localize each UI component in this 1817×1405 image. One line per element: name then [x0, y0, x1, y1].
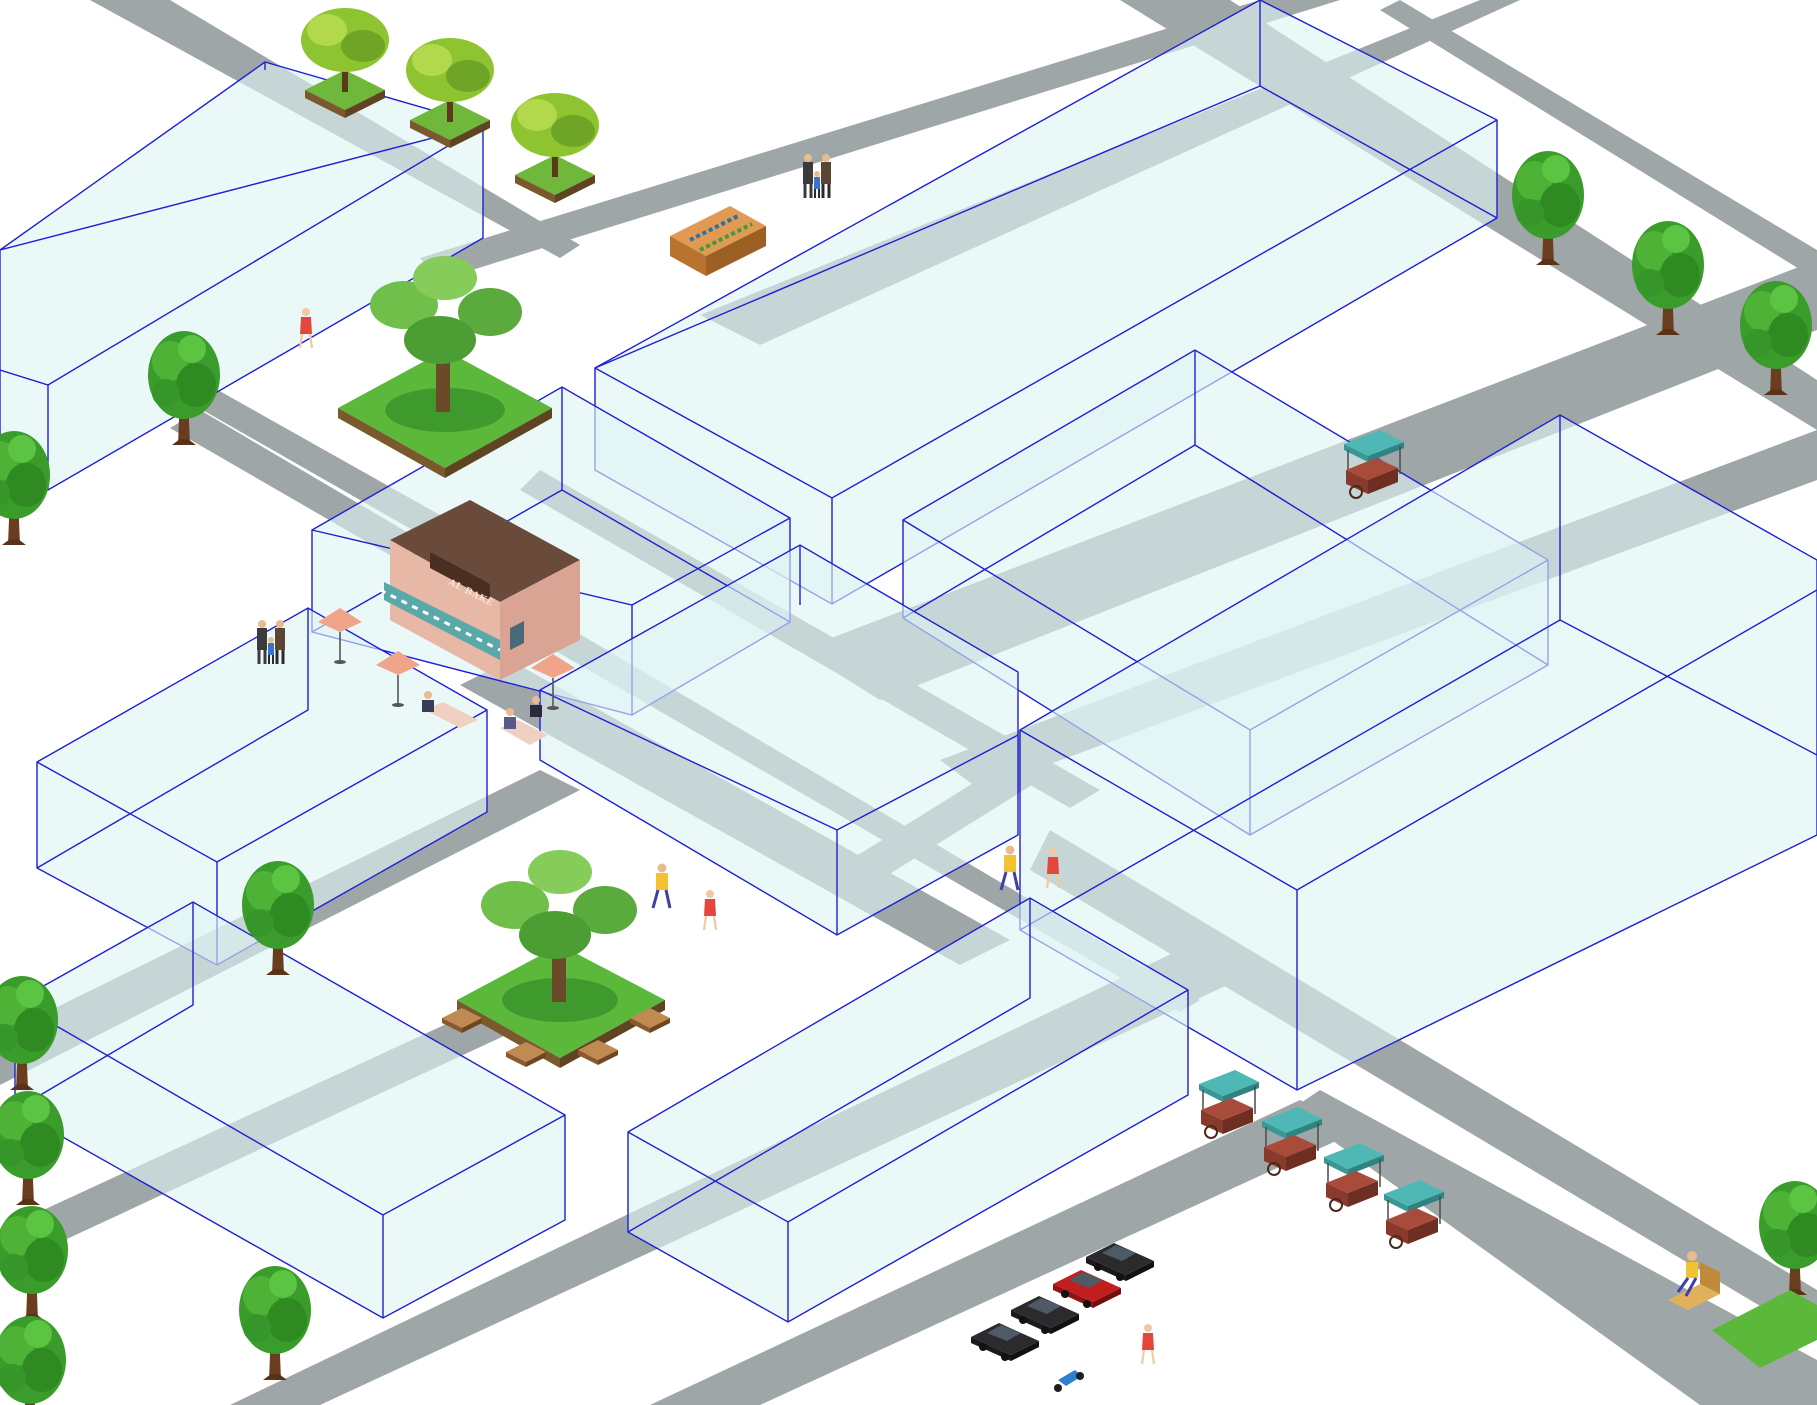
person-icon	[1140, 1322, 1156, 1366]
volume-center	[539, 544, 1019, 936]
person-icon	[999, 844, 1020, 892]
volume-bottom-left	[14, 901, 566, 1319]
volume-far-right	[1019, 414, 1817, 1091]
car-icon	[1053, 1270, 1121, 1308]
volume-left-middle	[36, 607, 488, 966]
car-icon	[1011, 1296, 1079, 1334]
bench-sitter	[1668, 1251, 1817, 1368]
tree-icon	[0, 1206, 68, 1320]
person-icon	[651, 862, 672, 910]
park-lower	[442, 850, 670, 1068]
tree-icon	[0, 1316, 66, 1405]
pedestrians	[255, 152, 1156, 1366]
food-cart-icon	[1323, 1142, 1385, 1212]
park-upper	[338, 256, 552, 478]
tree-icon	[0, 1091, 64, 1205]
car-icon	[971, 1323, 1039, 1361]
scooter-icon	[1054, 1370, 1084, 1392]
tree-icon	[301, 8, 389, 118]
bookshelf-icon	[670, 206, 766, 276]
tree-icon	[406, 38, 494, 148]
person-icon	[702, 888, 718, 932]
tree-icon	[239, 1266, 311, 1380]
bakery-icon: AL BAKE	[379, 500, 580, 680]
volume-bottom-center	[627, 897, 1189, 1323]
tree-icon	[511, 93, 599, 203]
